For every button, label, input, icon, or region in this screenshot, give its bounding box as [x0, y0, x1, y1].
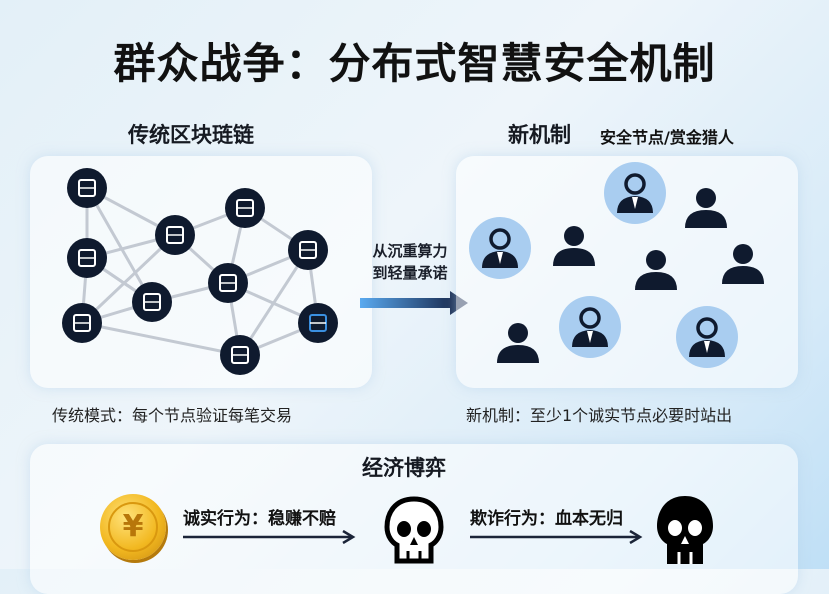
black-skull-icon [657, 496, 713, 564]
network-diagram [62, 168, 338, 375]
person-icon [635, 250, 677, 290]
network-node-phone-icon [132, 282, 172, 322]
coin-icon: ¥ [100, 494, 166, 560]
traditional-heading: 传统区块琏链 [128, 123, 254, 147]
new-mechanism-caption: 新机制：至少1个诚实节点必要时站出 [466, 406, 733, 425]
coin-symbol: ¥ [108, 502, 158, 552]
page-title: 群众战争：分布式智慧安全机制 [113, 39, 716, 88]
network-link [80, 233, 177, 325]
transition-line1: 从沉重算力 [372, 242, 448, 260]
network-link [85, 187, 154, 303]
person-icon [722, 244, 764, 284]
new-mechanism-subheading: 安全节点/赏金猎人 [600, 128, 734, 147]
new-mechanism-heading: 新机制 [508, 123, 571, 147]
network-node-ledger-icon [220, 335, 260, 375]
person-icon [553, 226, 595, 266]
security-node-person-icon [676, 306, 738, 368]
transition-line2: 到轻量承诺 [372, 264, 448, 282]
network-node-server-icon [288, 230, 328, 270]
security-node-person-icon [469, 217, 531, 279]
traditional-caption: 传统模式：每个节点验证每笔交易 [52, 406, 293, 425]
security-nodes-panel [456, 156, 798, 388]
person-icon [685, 188, 727, 228]
network-link [81, 321, 241, 357]
honest-arrow-icon [183, 530, 356, 544]
person-icon [497, 323, 539, 363]
network-node-blocks-icon [62, 303, 102, 343]
white-skull-icon [384, 496, 444, 564]
people-diagram [469, 162, 764, 368]
fraud-arrow-icon [470, 530, 643, 544]
network-node-grid-icon [67, 168, 107, 208]
fraud-behavior-label: 欺诈行为：血本无归 [470, 509, 623, 529]
economic-game-heading: 经济博弈 [362, 456, 446, 480]
honest-behavior-label: 诚实行为：稳赚不赔 [183, 509, 336, 529]
network-node-safe-icon [225, 188, 265, 228]
transition-label: 从沉重算力 到轻量承诺 [360, 240, 460, 284]
network-node-book-icon [67, 238, 107, 278]
traditional-network-panel [30, 156, 372, 388]
network-node-document-stack-icon [208, 263, 248, 303]
security-node-person-icon [559, 296, 621, 358]
security-node-person-icon [604, 162, 666, 224]
network-node-wallet-icon [155, 215, 195, 255]
network-node-location-icon [298, 303, 338, 343]
